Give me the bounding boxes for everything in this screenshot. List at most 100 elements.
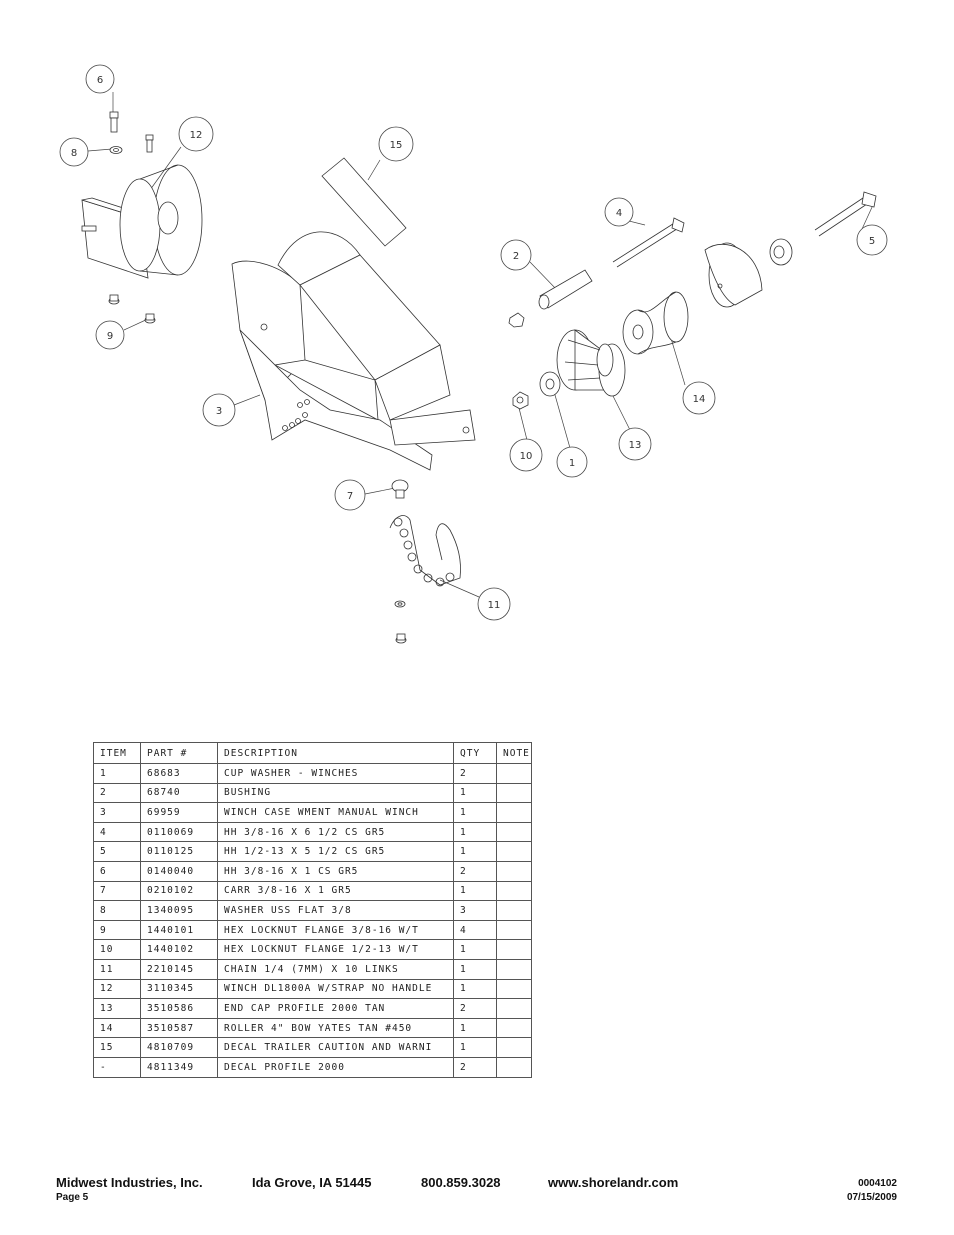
footer-page-number: Page 5 [56,1192,89,1203]
callout-9-label: 9 [107,331,113,342]
cell-qty: 1 [453,978,497,1000]
callout-11-label: 11 [488,600,501,611]
callout-10-label: 10 [520,451,533,462]
cell-description: WINCH DL1800A W/STRAP NO HANDLE [217,978,454,1000]
cell-qty: 2 [453,998,497,1019]
cell-note [496,763,532,784]
table-header-row: ITEM PART # DESCRIPTION QTY NOTE [93,742,532,764]
callout-9 [95,320,125,350]
cell-description: CARR 3/8-16 X 1 GR5 [217,880,454,902]
cell-note [496,919,532,941]
cell-qty: 1 [453,880,497,902]
cell-description: HEX LOCKNUT FLANGE 3/8-16 W/T [217,919,454,941]
cell-part-number: 4811349 [140,1056,218,1078]
header-description: DESCRIPTION [217,742,454,764]
header-note: NOTE [496,742,532,764]
cell-note [496,802,532,823]
cell-qty: 1 [453,1037,497,1058]
cell-qty: 1 [453,821,497,843]
callout-4-label: 4 [616,208,622,219]
cell-item: 1 [93,763,141,784]
cell-note [496,841,532,862]
bushing-2-part [538,269,593,310]
callout-11 [477,587,511,621]
cell-item: 6 [93,860,141,882]
cell-item: 9 [93,919,141,941]
decal-15-part [321,157,407,247]
cell-part-number: 69959 [140,802,218,823]
cell-part-number: 3110345 [140,978,218,1000]
winch-stand-part [231,231,476,471]
callout-8-label: 8 [71,148,77,159]
cell-item: 12 [93,978,141,1000]
callout-5-label: 5 [869,236,875,247]
callout-7-label: 7 [347,491,353,502]
cell-qty: 1 [453,802,497,823]
cell-description: HEX LOCKNUT FLANGE 1/2-13 W/T [217,939,454,960]
callout-12-label: 12 [190,130,203,141]
cell-qty: 2 [453,1056,497,1078]
cell-note [496,1017,532,1039]
cell-qty: 3 [453,900,497,921]
cell-part-number: 3510587 [140,1017,218,1039]
callout-1-label: 1 [569,458,575,469]
cell-item: - [93,1056,141,1078]
cell-part-number: 0110069 [140,821,218,843]
callout-13-label: 13 [629,440,642,451]
bolt-6-part [109,111,154,153]
callout-7 [334,479,366,511]
footer-date: 07/15/2009 [846,1192,897,1203]
cell-description: WASHER USS FLAT 3/8 [217,900,454,921]
cell-item: 2 [93,782,141,804]
cell-qty: 1 [453,958,497,980]
cell-description: HH 3/8-16 X 1 CS GR5 [217,860,454,882]
cell-part-number: 3510586 [140,998,218,1019]
callout-14-label: 14 [693,394,706,405]
callout-10 [509,438,543,472]
cell-description: DECAL TRAILER CAUTION AND WARNI [217,1037,454,1058]
roller-14-part [622,291,689,355]
cell-item: 7 [93,880,141,902]
washer-8-part [109,146,123,154]
footer-doc-number: 0004102 [858,1178,897,1189]
cell-description: HH 1/2-13 X 5 1/2 CS GR5 [217,841,454,862]
cell-description: CHAIN 1/4 (7MM) X 10 LINKS [217,958,454,980]
callout-6-label: 6 [97,75,103,86]
cell-item: 8 [93,900,141,921]
cell-part-number: 1440102 [140,939,218,960]
carriage-bolt-7-part [391,479,409,499]
cell-note [496,1056,532,1078]
cell-qty: 2 [453,860,497,882]
cell-description: DECAL PROFILE 2000 [217,1056,454,1078]
cup-washer-1-part [539,238,793,397]
callout-3-label: 3 [216,406,222,417]
exploded-parts-diagram: 6 8 12 15 4 5 2 9 3 14 13 10 1 7 11 [59,64,888,644]
winch-part [81,164,203,279]
cell-description: ROLLER 4" BOW YATES TAN #450 [217,1017,454,1039]
cell-note [496,958,532,980]
cell-item: 4 [93,821,141,843]
cell-note [496,860,532,882]
callout-15 [378,126,414,162]
cell-part-number: 2210145 [140,958,218,980]
cell-part-number: 1440101 [140,919,218,941]
cell-qty: 1 [453,782,497,804]
footer-phone: 800.859.3028 [421,1175,501,1190]
header-part-number: PART # [140,742,218,764]
callout-4 [604,197,634,227]
cell-part-number: 68683 [140,763,218,784]
leader-lines [87,92,874,598]
callout-5 [856,224,888,256]
callout-labels: 6 8 12 15 4 5 2 9 3 14 13 10 1 7 11 [71,75,875,611]
